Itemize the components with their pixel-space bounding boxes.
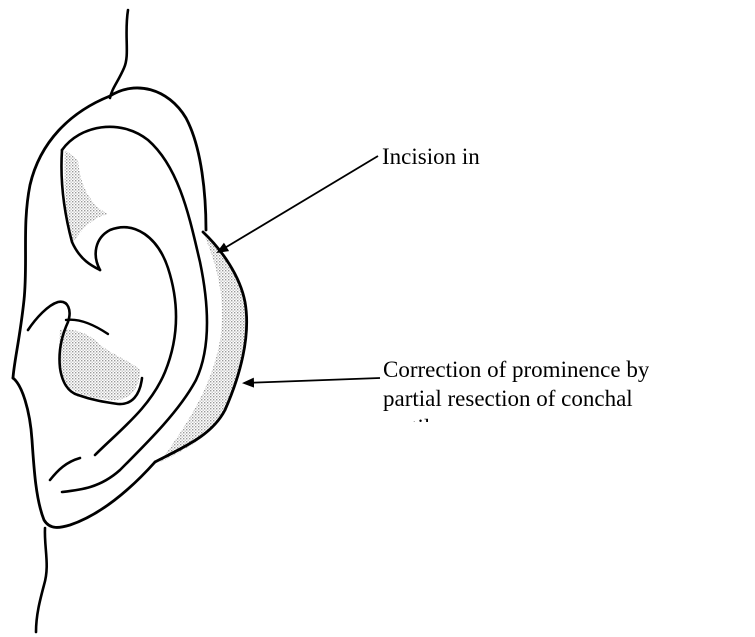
helix-top-rim [110,88,206,230]
incision-arrow [218,156,378,252]
incision-label: Incision in [382,142,480,171]
scapha-shading [64,150,108,245]
correction-label-line-1: Correction of prominence by [383,355,649,384]
concha-shading [59,329,140,400]
antitragus [50,458,80,480]
head-outline-top [110,10,128,98]
correction-label-line-3: cartilage [383,413,649,422]
neck-outline [36,528,47,632]
lobule [13,378,155,527]
correction-label-line-2: partial resection of conchal [383,384,649,413]
correction-label: Correction of prominence by partial rese… [383,355,649,437]
antihelix [95,227,176,455]
correction-arrow [244,378,380,383]
